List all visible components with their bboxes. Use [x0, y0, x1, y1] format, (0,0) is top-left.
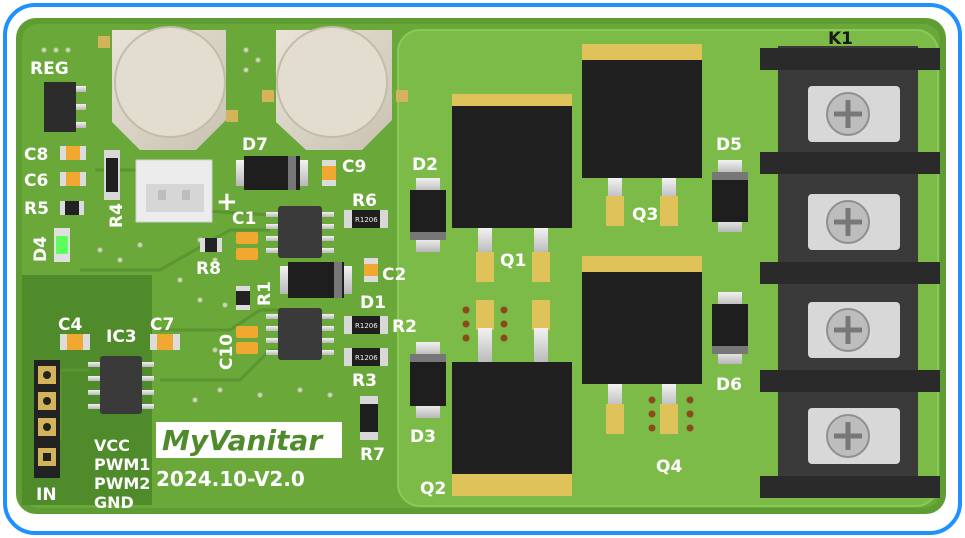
label-r4: R4: [107, 203, 127, 228]
label-d1: D1: [360, 293, 386, 313]
terminal-block-k1: [760, 46, 940, 498]
label-r8: R8: [196, 259, 221, 279]
diode-d5: [712, 160, 748, 232]
pin-label-pwm1: PWM1: [94, 455, 150, 474]
marking-r3: R1206: [355, 354, 378, 362]
jst-connector: [135, 159, 213, 223]
brand-plate: [156, 422, 342, 458]
label-r2: R2: [392, 317, 417, 337]
resistor-r7: [360, 396, 378, 440]
led-d4: [54, 228, 70, 262]
label-r7: R7: [360, 445, 385, 465]
label-r5: R5: [24, 199, 49, 219]
label-c2: C2: [382, 265, 406, 285]
label-q1: Q1: [500, 251, 526, 271]
label-c7: C7: [150, 315, 174, 335]
capacitor-c4: [60, 334, 90, 350]
label-d6: D6: [716, 375, 742, 395]
resistor-r8: [200, 238, 222, 252]
capacitor-c10: [236, 326, 258, 354]
capacitor-c9: [322, 160, 336, 186]
label-d2: D2: [412, 155, 438, 175]
pin-header: [34, 360, 60, 478]
label-q2: Q2: [420, 479, 446, 499]
inductor-1: [98, 26, 238, 150]
label-d5: D5: [716, 135, 742, 155]
resistor-r3: [344, 348, 388, 366]
label-c8: C8: [24, 145, 48, 165]
diode-d6: [712, 292, 748, 364]
label-c1: C1: [232, 209, 256, 229]
resistor-r6: [344, 210, 388, 228]
label-r1: R1: [255, 281, 275, 306]
inductor-2: [262, 26, 408, 150]
pin-label-gnd: GND: [94, 493, 134, 512]
diode-d3: [410, 342, 446, 418]
marking-r2: R1206: [355, 322, 378, 330]
chip-upper: [266, 206, 334, 258]
label-k1: K1: [828, 29, 853, 49]
label-reg: REG: [30, 59, 69, 79]
label-c9: C9: [342, 157, 366, 177]
connector-label-in: IN: [36, 485, 57, 505]
label-ic3: IC3: [106, 327, 137, 347]
diode-d1: [280, 262, 352, 298]
chip-ic3: [88, 356, 154, 414]
resistor-r2: [344, 316, 388, 334]
marking-r6: R1206: [355, 216, 378, 224]
resistor-r4: [104, 150, 120, 200]
mosfet-q2: [452, 300, 572, 496]
label-c10: C10: [217, 334, 237, 370]
mosfet-q4: [582, 256, 702, 434]
label-q3: Q3: [632, 205, 658, 225]
plus-mark: +: [216, 187, 238, 217]
label-d4: D4: [31, 236, 51, 262]
diode-d7: [236, 156, 308, 190]
label-q4: Q4: [656, 457, 682, 477]
mosfet-q1: [452, 94, 572, 282]
capacitor-c2: [364, 258, 378, 282]
label-c6: C6: [24, 171, 48, 191]
pin-label-vcc: VCC: [94, 436, 130, 455]
resistor-r1: [236, 286, 250, 310]
brand-name: MyVanitar: [162, 424, 324, 457]
mosfet-q3: [582, 44, 702, 226]
chip-lower: [266, 308, 334, 360]
label-c4: C4: [58, 315, 82, 335]
capacitor-c1: [236, 232, 258, 260]
label-d7: D7: [242, 135, 268, 155]
board-version: 2024.10-V2.0: [156, 467, 305, 491]
label-d3: D3: [410, 427, 436, 447]
label-r6: R6: [352, 191, 377, 211]
capacitor-c6: [60, 172, 86, 186]
pin-label-pwm2: PWM2: [94, 474, 150, 493]
label-r3: R3: [352, 371, 377, 391]
resistor-r5: [60, 201, 84, 215]
diode-d2: [410, 178, 446, 252]
capacitor-c8: [60, 146, 86, 160]
regulator: [44, 82, 86, 132]
capacitor-c7: [150, 334, 180, 350]
board-outline: [3, 3, 962, 535]
